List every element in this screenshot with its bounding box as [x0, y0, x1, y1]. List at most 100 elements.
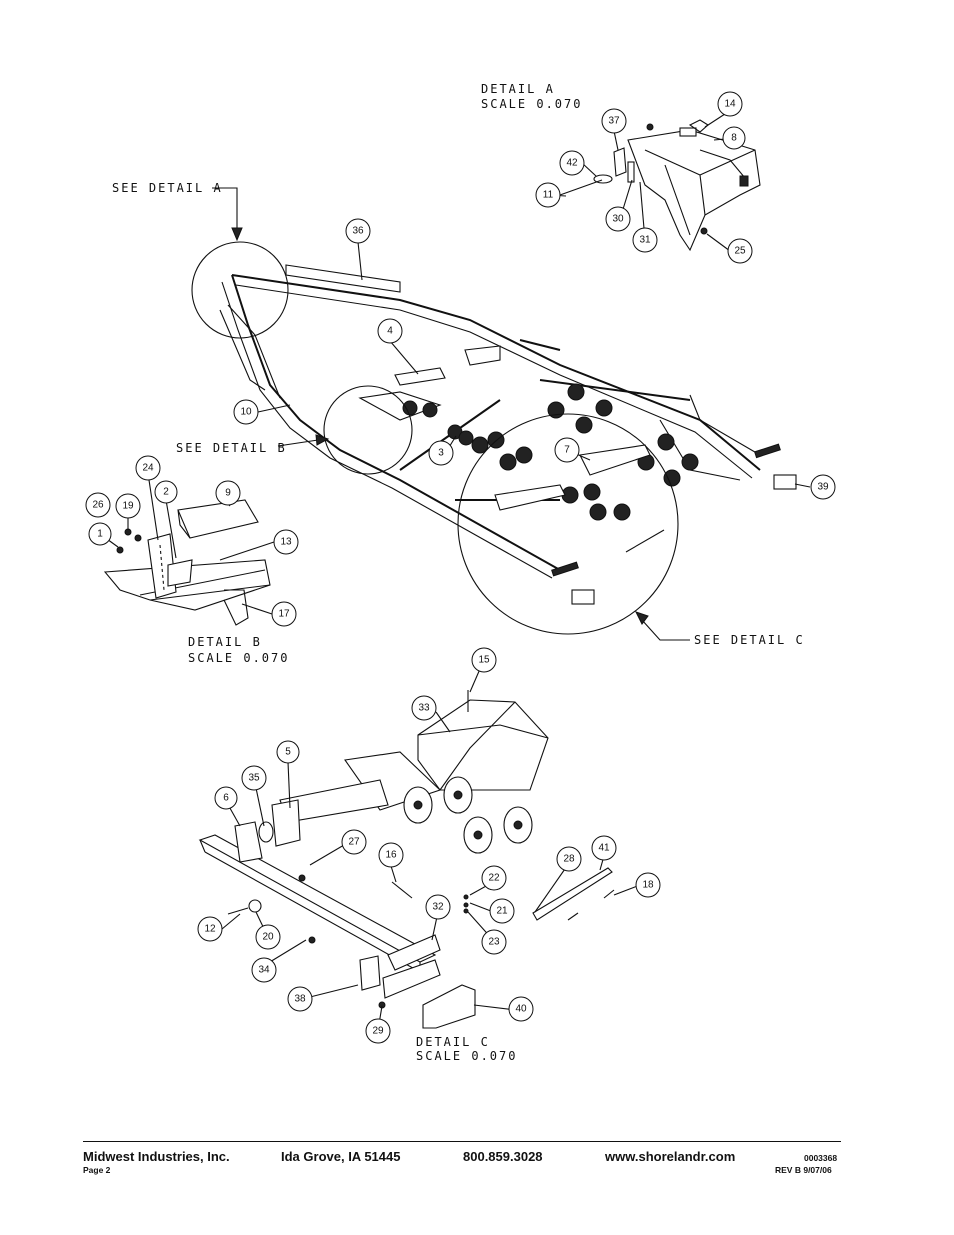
- balloon-20: 20: [255, 924, 281, 950]
- balloon-27: 27: [341, 829, 367, 855]
- detail-a: DETAIL A SCALE 0.070: [481, 82, 761, 252]
- detail-a-circle: [191, 241, 289, 339]
- svg-text:1: 1: [97, 529, 103, 540]
- footer-revision: REV B 9/07/06: [775, 1165, 832, 1175]
- see-detail-b-label: SEE DETAIL B: [176, 441, 287, 455]
- balloon-42: 42: [559, 150, 585, 176]
- svg-text:37: 37: [608, 116, 620, 127]
- svg-text:25: 25: [734, 246, 746, 257]
- balloon-21: 21: [489, 898, 515, 924]
- svg-text:17: 17: [278, 609, 290, 620]
- detail-c-rollers: [403, 776, 533, 854]
- balloon-3: 3: [428, 440, 454, 466]
- detail-a-scale: SCALE 0.070: [481, 97, 582, 111]
- detail-c-scale: SCALE 0.070: [416, 1049, 517, 1063]
- svg-text:7: 7: [564, 445, 570, 456]
- balloon-9: 9: [215, 480, 241, 506]
- svg-text:22: 22: [488, 873, 500, 884]
- trailer-frame: SEE DETAIL A: [112, 181, 805, 647]
- svg-text:9: 9: [225, 488, 231, 499]
- balloon-14: 14: [717, 91, 743, 117]
- see-detail-a-label: SEE DETAIL A: [112, 181, 223, 195]
- balloon-23: 23: [481, 929, 507, 955]
- balloon-25: 25: [727, 238, 753, 264]
- svg-text:4: 4: [387, 326, 393, 337]
- svg-text:40: 40: [515, 1004, 527, 1015]
- balloon-18: 18: [635, 872, 661, 898]
- svg-text:10: 10: [240, 407, 252, 418]
- see-detail-c-label: SEE DETAIL C: [694, 633, 805, 647]
- balloon-19: 19: [115, 493, 141, 519]
- balloon-6: 6: [214, 786, 238, 810]
- balloon-8: 8: [722, 126, 746, 150]
- svg-text:38: 38: [294, 994, 306, 1005]
- svg-text:6: 6: [223, 793, 229, 804]
- svg-text:42: 42: [566, 158, 578, 169]
- balloon-31: 31: [632, 227, 658, 253]
- balloon-5: 5: [276, 740, 300, 764]
- svg-text:24: 24: [142, 463, 154, 474]
- svg-text:23: 23: [488, 937, 500, 948]
- balloon-33: 33: [411, 695, 437, 721]
- balloon-38: 38: [287, 986, 313, 1012]
- balloon-17: 17: [271, 601, 297, 627]
- svg-text:20: 20: [262, 932, 274, 943]
- svg-text:11: 11: [543, 190, 554, 201]
- detail-c-title: DETAIL C: [416, 1035, 490, 1049]
- balloon-34: 34: [251, 957, 277, 983]
- svg-text:5: 5: [285, 747, 291, 758]
- balloon-29: 29: [365, 1018, 391, 1044]
- svg-text:21: 21: [496, 906, 508, 917]
- balloon-40: 40: [508, 996, 534, 1022]
- balloon-10: 10: [233, 399, 259, 425]
- balloon-11: 11: [535, 182, 561, 208]
- balloon-22: 22: [481, 865, 507, 891]
- svg-text:14: 14: [724, 99, 736, 110]
- balloon-2: 2: [154, 480, 178, 504]
- svg-text:31: 31: [639, 235, 651, 246]
- detail-b-scale: SCALE 0.070: [188, 651, 289, 665]
- svg-text:33: 33: [418, 703, 430, 714]
- balloon-1: 1: [88, 522, 112, 546]
- detail-c-circle: [457, 413, 679, 635]
- balloon-35: 35: [241, 765, 267, 791]
- svg-text:29: 29: [372, 1026, 384, 1037]
- footer-phone: 800.859.3028: [463, 1149, 543, 1164]
- footer-location: Ida Grove, IA 51445: [281, 1149, 401, 1164]
- svg-text:35: 35: [248, 773, 260, 784]
- detail-a-title: DETAIL A: [481, 82, 555, 96]
- detail-b-title: DETAIL B: [188, 635, 262, 649]
- detail-b: DETAIL B SCALE 0.070: [103, 499, 289, 665]
- detail-c: DETAIL C SCALE 0.070: [198, 690, 615, 1063]
- balloon-12: 12: [197, 916, 223, 942]
- footer-company: Midwest Industries, Inc.: [83, 1149, 230, 1164]
- footer-rule: [83, 1141, 841, 1142]
- svg-text:30: 30: [612, 214, 624, 225]
- balloon-15: 15: [471, 647, 497, 673]
- balloon-32: 32: [425, 894, 451, 920]
- footer-page: Page 2: [83, 1165, 111, 1175]
- svg-text:36: 36: [352, 226, 364, 237]
- svg-text:13: 13: [280, 537, 292, 548]
- balloon-36: 36: [345, 218, 371, 244]
- svg-text:8: 8: [731, 133, 737, 144]
- detail-b-circle: [323, 385, 413, 475]
- svg-text:28: 28: [563, 854, 575, 865]
- balloon-7: 7: [554, 437, 580, 463]
- svg-text:15: 15: [478, 655, 490, 666]
- balloon-41: 41: [591, 835, 617, 861]
- part-balloons: 14 8 37 42 11 30 31 25 36 4 10 3 7 39 24…: [85, 91, 836, 1044]
- svg-text:26: 26: [92, 500, 104, 511]
- footer-doc-number: 0003368: [804, 1153, 838, 1163]
- footer-website[interactable]: www.shorelandr.com: [605, 1149, 736, 1164]
- svg-text:2: 2: [163, 487, 169, 498]
- svg-text:27: 27: [348, 837, 360, 848]
- svg-text:32: 32: [432, 902, 444, 913]
- svg-text:39: 39: [817, 482, 829, 493]
- svg-text:19: 19: [122, 501, 134, 512]
- balloon-13: 13: [273, 529, 299, 555]
- balloon-16: 16: [378, 842, 404, 868]
- svg-text:41: 41: [598, 843, 610, 854]
- svg-text:18: 18: [642, 880, 654, 891]
